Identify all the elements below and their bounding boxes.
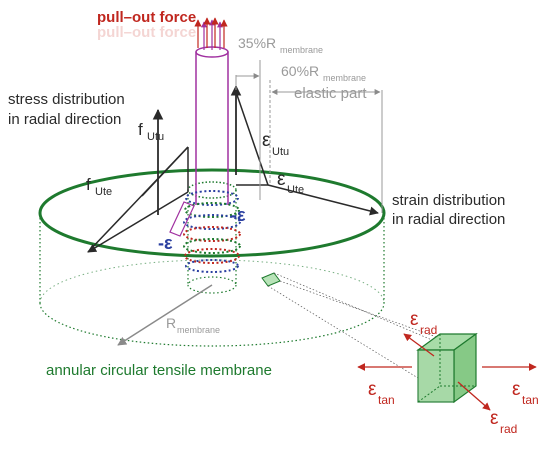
eps-utu-label: ε Utu bbox=[262, 130, 289, 158]
neg-eps-right-label: -ε bbox=[231, 205, 246, 225]
svg-text:ε: ε bbox=[277, 169, 286, 190]
svg-text:rad: rad bbox=[420, 323, 437, 337]
r60-label: 60%R membrane bbox=[281, 63, 366, 83]
f-ute-label: f Ute bbox=[86, 175, 112, 198]
svg-text:Utu: Utu bbox=[147, 131, 164, 143]
r35-label: 35%R membrane bbox=[238, 35, 323, 55]
stress-distribution-line2: in radial direction bbox=[8, 111, 121, 128]
svg-text:f: f bbox=[138, 120, 143, 139]
strain-distribution-line1: strain distribution bbox=[392, 192, 505, 209]
svg-text:Utu: Utu bbox=[272, 146, 289, 158]
shear-element bbox=[169, 201, 195, 237]
svg-text:f: f bbox=[86, 175, 91, 194]
pull-out-force-ghost-label: pull–out force bbox=[97, 24, 196, 41]
stress-distribution-triangle bbox=[87, 108, 189, 253]
inner-hole-bottom bbox=[187, 276, 237, 294]
svg-text:ε: ε bbox=[368, 379, 377, 400]
radius-arrow bbox=[117, 284, 213, 346]
dimension-lines bbox=[235, 60, 383, 213]
svg-text:ε: ε bbox=[490, 408, 499, 429]
svg-text:ε: ε bbox=[512, 379, 521, 400]
elastic-part-label: elastic part bbox=[294, 85, 367, 102]
svg-text:R: R bbox=[166, 315, 176, 331]
strain-distribution-line2: in radial direction bbox=[392, 211, 505, 228]
zoomed-cube bbox=[416, 332, 478, 404]
stress-bands bbox=[183, 190, 241, 273]
r-membrane-label: R membrane bbox=[166, 315, 220, 335]
svg-text:tan: tan bbox=[522, 393, 539, 407]
cube-strain-arrows bbox=[357, 333, 537, 411]
eps-tan-left-label: ε tan bbox=[368, 379, 395, 407]
pull-out-force-label: pull–out force bbox=[97, 9, 196, 26]
svg-text:tan: tan bbox=[378, 393, 395, 407]
eps-rad-bottom-label: ε rad bbox=[490, 408, 517, 436]
stress-distribution-line1: stress distribution bbox=[8, 91, 125, 108]
svg-text:membrane: membrane bbox=[280, 45, 323, 55]
svg-text:membrane: membrane bbox=[177, 325, 220, 335]
annular-membrane-label: annular circular tensile membrane bbox=[46, 362, 272, 379]
svg-text:60%R: 60%R bbox=[281, 63, 319, 79]
membrane-bottom-front bbox=[39, 302, 385, 347]
membrane-bottom-back bbox=[39, 259, 385, 304]
inner-hole bbox=[187, 181, 237, 294]
eps-ute-label: ε Ute bbox=[277, 169, 304, 196]
pull-out-pole bbox=[195, 19, 229, 205]
svg-text:ε: ε bbox=[262, 130, 271, 151]
membrane-cylinder bbox=[38, 168, 386, 347]
svg-text:35%R: 35%R bbox=[238, 35, 276, 51]
svg-text:Ute: Ute bbox=[95, 186, 112, 198]
svg-text:ε: ε bbox=[410, 309, 419, 330]
neg-eps-left-label: -ε bbox=[158, 233, 173, 253]
inner-hole-top bbox=[187, 181, 237, 199]
strain-distribution-triangle bbox=[230, 84, 379, 216]
eps-rad-top-label: ε rad bbox=[410, 309, 437, 337]
svg-text:rad: rad bbox=[500, 422, 517, 436]
svg-text:membrane: membrane bbox=[323, 73, 366, 83]
svg-text:Ute: Ute bbox=[287, 184, 304, 196]
pull-out-force-arrows bbox=[194, 17, 228, 48]
eps-tan-right-label: ε tan bbox=[512, 379, 539, 407]
membrane-top-ellipse bbox=[38, 168, 386, 258]
f-utu-label: f Utu bbox=[138, 120, 164, 143]
